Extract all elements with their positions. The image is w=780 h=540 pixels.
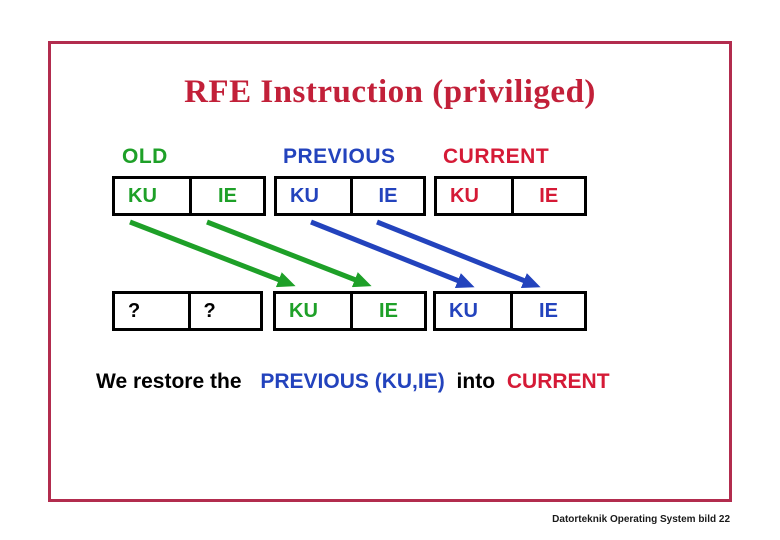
register-old-after-ku-cell: ? — [128, 299, 141, 322]
column-label-current: CURRENT — [443, 145, 550, 168]
register-previous-ku-cell: KU — [290, 184, 319, 207]
slide-title: RFE Instruction (priviliged) — [184, 74, 596, 110]
caption-lead: We restore the — [96, 370, 242, 393]
register-current-after-ku-cell: KU — [449, 299, 478, 322]
register-old-after: ? ? — [112, 291, 263, 331]
register-previous-after-ku-cell: KU — [289, 299, 318, 322]
caption-middle: into — [456, 370, 496, 393]
column-label-previous: PREVIOUS — [283, 145, 396, 168]
register-current-after-ie-cell: IE — [510, 294, 584, 328]
slide-border-frame — [48, 41, 732, 502]
register-previous-ie-cell: IE — [350, 179, 423, 213]
column-label-old: OLD — [122, 145, 168, 168]
register-current: KU IE — [434, 176, 587, 216]
caption: We restore the PREVIOUS (KU,IE) into CUR… — [96, 370, 736, 394]
register-current-ie-cell: IE — [510, 179, 585, 213]
register-current-ku-cell: KU — [450, 184, 479, 207]
register-current-after: KU IE — [433, 291, 587, 331]
caption-current: CURRENT — [506, 370, 610, 393]
register-old: KU IE — [112, 176, 266, 216]
caption-previous: PREVIOUS (KU,IE) — [260, 370, 445, 393]
register-old-ku-cell: KU — [128, 184, 157, 207]
register-previous-after-ie-cell: IE — [350, 294, 424, 328]
register-previous: KU IE — [274, 176, 426, 216]
slide-footer: Datorteknik Operating System bild 22 — [552, 514, 730, 525]
register-previous-after: KU IE — [273, 291, 427, 331]
register-old-after-ie-cell: ? — [187, 294, 261, 328]
register-old-ie-cell: IE — [189, 179, 263, 213]
